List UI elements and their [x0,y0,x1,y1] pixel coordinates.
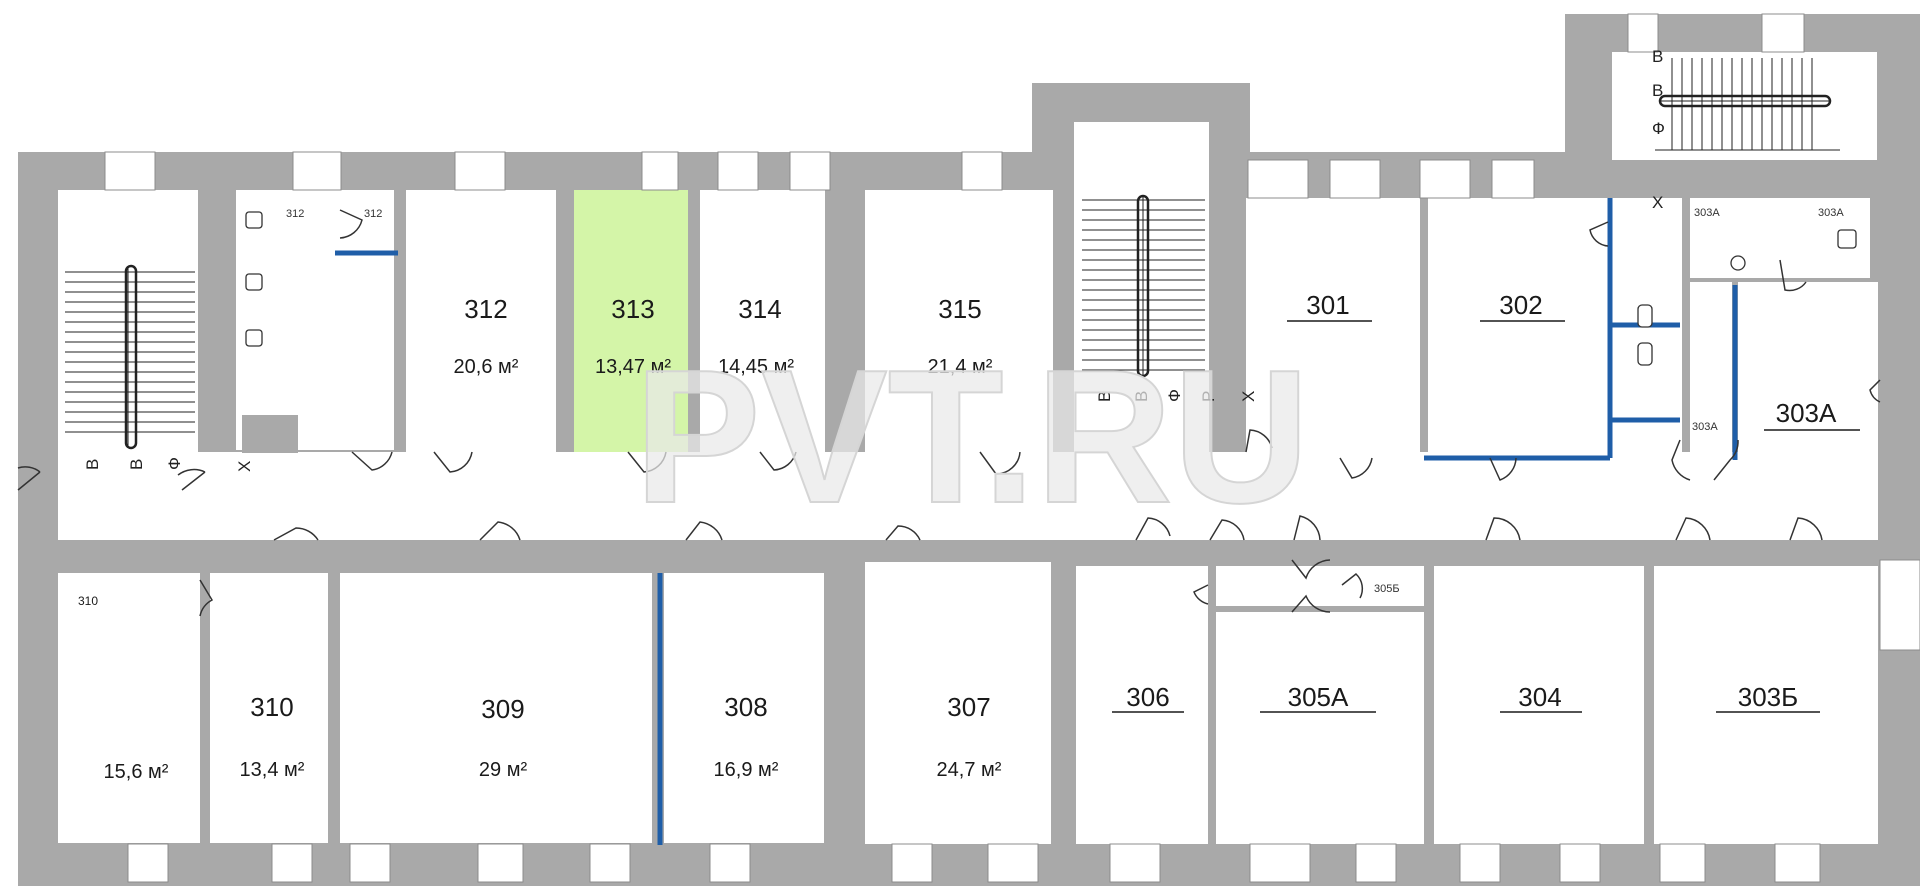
room-302-number: 302 [1499,290,1542,320]
stair-left-letter-2: В [127,459,146,470]
room-305a-number: 305А [1288,682,1349,712]
stair-top-letter-1: В [1652,47,1663,66]
room-308-area: 16,9 м² [714,759,779,781]
watermark: PVT.RU [634,331,1310,543]
rooms [58,52,1878,844]
doors [17,209,1881,617]
stair-middle-letter-1: В [1095,391,1114,402]
stair-middle-letter-3: Ф [1165,389,1184,402]
stairs [65,58,1840,450]
room-315-area: 21,4 м² [928,356,993,378]
stair-left [65,264,195,450]
room-301-number: 301 [1306,290,1349,320]
room-315-number: 315 [938,294,981,324]
room-303a-number: 303А [1776,398,1837,428]
room-314-number: 314 [738,294,781,324]
room-310b-area: 15,6 м² [104,761,169,783]
stair-letters: В В Ф Х В В Ф Р Х В В Ф Х [83,47,1665,472]
room-303b-number: 303Б [1738,682,1798,712]
room-308-number: 308 [724,692,767,722]
room-314-area: 14,45 м² [718,356,794,378]
partitions [335,198,1738,845]
room-312-area: 20,6 м² [454,356,519,378]
room-309-number: 309 [481,694,524,724]
stair-top-x: Х [1652,193,1663,212]
wc-312-label-b: 312 [364,208,382,220]
windows [104,13,1920,883]
stair-left-letter-1: В [83,459,102,470]
room-310-number: 310 [250,692,293,722]
room-307-area: 24,7 м² [937,759,1002,781]
wc-303a-label-2: 303А [1818,207,1844,219]
stair-top-letter-2: В [1652,81,1663,100]
room-310-area: 13,4 м² [240,759,305,781]
room-310b-number-small: 310 [78,594,98,608]
room-312-number: 312 [464,294,507,324]
room-306-number: 306 [1126,682,1169,712]
stair-middle-letter-4: Р [1199,391,1218,402]
room-313-number: 313 [611,294,654,324]
wc-303a-label-3: 303А [1692,421,1718,433]
room-309-area: 29 м² [479,759,528,781]
room-labels: 312 20,6 м² 313 13,47 м² 314 14,45 м² 31… [78,290,1860,783]
wc-fixtures [242,211,1857,453]
stair-middle-letter-2: В [1132,391,1151,402]
room-304-number: 304 [1518,682,1561,712]
room-313-highlight[interactable] [574,190,688,452]
wc-312-label-a: 312 [286,208,304,220]
room-305b-number: 305Б [1374,583,1400,595]
room-313-area: 13,47 м² [595,356,671,378]
stair-top-letter-3: Ф [1652,119,1665,138]
wc-303a-label-1: 303А [1694,207,1720,219]
small-labels: 312 312 303А 303А 303А [286,207,1844,433]
room-307-number: 307 [947,692,990,722]
stair-left-x: Х [235,461,254,472]
stair-middle-letter-5: Х [1239,391,1258,402]
stair-left-letter-3: Ф [165,457,184,470]
stair-top [1655,58,1840,151]
stair-middle [1082,194,1205,378]
